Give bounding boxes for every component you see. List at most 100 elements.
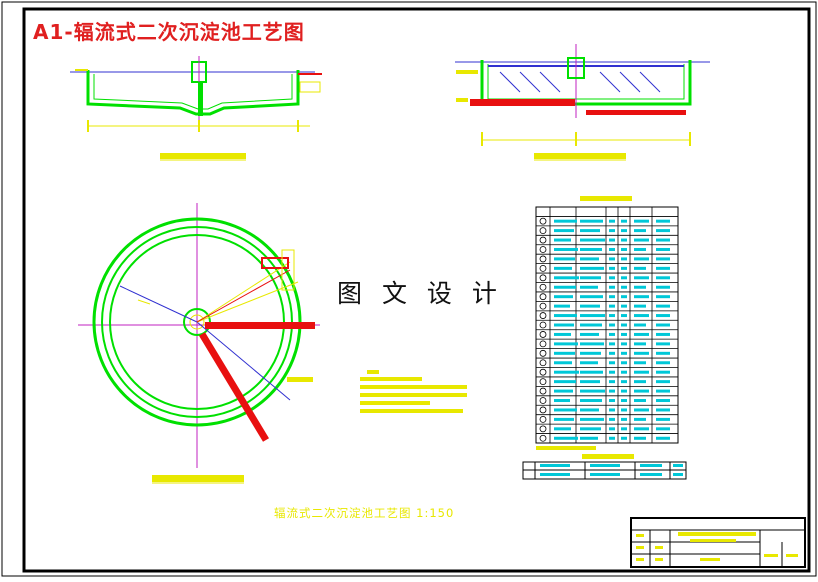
table-cell-mark (580, 266, 604, 270)
table-cell-mark (656, 257, 670, 261)
table-cell-mark (621, 257, 627, 261)
table-cell-mark (554, 304, 570, 308)
table-cell-mark (634, 380, 646, 384)
section-view-1 (70, 56, 322, 161)
plan-view (78, 203, 320, 484)
table-cell-mark (609, 408, 615, 412)
table-cell-mark (609, 436, 615, 440)
table-cell-mark (580, 238, 605, 242)
table-cell-mark (634, 361, 646, 365)
table-item-marker (539, 312, 547, 319)
table-cell-mark (656, 332, 670, 336)
table-cell-mark (580, 285, 598, 289)
table-cell-mark (621, 370, 627, 374)
table-cell-mark (621, 342, 627, 346)
table-cell-mark (634, 229, 646, 233)
table-cell-mark (554, 399, 570, 403)
table-cell-mark (634, 436, 646, 440)
table-cell-mark (580, 247, 602, 251)
table-cell-mark (621, 361, 627, 365)
table-cell-mark (580, 314, 605, 318)
table-cell-mark (609, 229, 615, 233)
table-cell-mark (634, 257, 649, 261)
table-cell-mark (621, 285, 627, 289)
table-cell-mark (554, 219, 577, 223)
sheet-inner-border (22, 7, 811, 573)
table-item-marker (539, 283, 547, 291)
table-cell-mark (621, 399, 627, 403)
table-cell-mark (621, 389, 627, 393)
table-cell-mark (554, 295, 573, 299)
table-cell-mark (609, 238, 615, 242)
table-cell-mark (580, 257, 599, 261)
table-cell-mark (634, 266, 646, 270)
table-cell-mark (656, 247, 670, 251)
table-cell-mark (609, 389, 615, 393)
table-cell-mark (621, 314, 627, 318)
table-cell-mark (656, 436, 670, 440)
table-item-marker (539, 425, 547, 433)
table-cell-mark (609, 351, 615, 355)
table-item-marker (539, 217, 547, 225)
table-cell-mark (554, 417, 574, 421)
table-cell-mark (554, 436, 578, 440)
table-cell-mark (554, 314, 577, 318)
table-cell-mark (609, 342, 615, 346)
table-cell-mark (609, 304, 615, 308)
table-cell-mark (554, 323, 574, 327)
table-item-marker (539, 368, 547, 376)
table-cell-mark (580, 399, 602, 403)
table-cell-mark (656, 285, 670, 289)
table-cell-mark (554, 351, 575, 355)
table-item-marker (539, 349, 547, 357)
table-cell-mark (609, 276, 615, 280)
table-cell-mark (634, 342, 646, 346)
table-cell-mark (554, 238, 571, 242)
table-cell-mark (554, 342, 578, 346)
table-cell-mark (656, 370, 670, 374)
table-cell-mark (554, 247, 578, 251)
table-cell-mark (656, 427, 670, 431)
table-cell-mark (621, 266, 627, 270)
table-cell-mark (634, 314, 649, 318)
table-cell-mark (634, 427, 649, 431)
table-cell-mark (656, 351, 670, 355)
table-cell-mark (634, 332, 649, 336)
table-cell-mark (634, 276, 649, 280)
table-cell-mark (580, 370, 603, 374)
drawing-caption: 辐流式二次沉淀池工艺图 1:150 (274, 506, 455, 520)
table-cell-mark (609, 314, 615, 318)
table-item-marker (539, 264, 547, 272)
table-cell-mark (656, 342, 670, 346)
table-cell-mark (621, 304, 627, 308)
table-cell-mark (656, 361, 670, 365)
table-item-marker (539, 227, 547, 235)
section-view-2 (455, 44, 710, 161)
table-cell-mark (656, 219, 670, 223)
table-cell-mark (580, 219, 603, 223)
table-cell-mark (634, 238, 649, 242)
table-item-marker (539, 415, 547, 423)
table-cell-mark (634, 304, 646, 308)
table-cell-mark (580, 361, 598, 365)
table-cell-mark (580, 427, 601, 431)
table-cell-mark (656, 238, 670, 242)
table-cell-mark (554, 332, 571, 336)
table-cell-mark (656, 304, 670, 308)
table-cell-mark (656, 266, 670, 270)
table-cell-mark (634, 399, 646, 403)
table-cell-mark (554, 276, 579, 280)
table-cell-mark (580, 408, 599, 412)
table-cell-mark (634, 323, 646, 327)
table-item-marker (539, 397, 547, 404)
table-cell-mark (621, 295, 627, 299)
table-cell-mark (609, 247, 615, 251)
table-cell-mark (656, 399, 670, 403)
table-item-marker (539, 321, 547, 329)
table-cell-mark (609, 417, 615, 421)
table-cell-mark (554, 257, 575, 261)
table-cell-mark (580, 342, 604, 346)
table-cell-mark (580, 351, 601, 355)
table-cell-mark (656, 380, 670, 384)
